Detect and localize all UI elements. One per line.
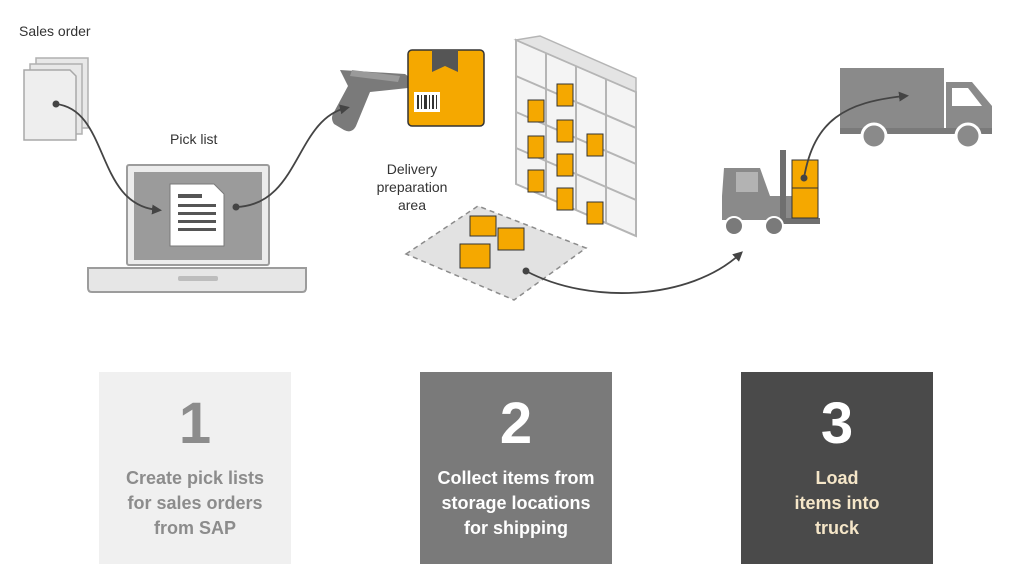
flow-arrows [52, 91, 909, 294]
step-card-3: 3 Load items into truck [741, 372, 933, 564]
pick-list-label: Pick list [170, 131, 218, 147]
step-number: 3 [820, 391, 854, 456]
storage-shelf-icon [513, 35, 637, 238]
package-box-icon [407, 49, 485, 127]
step-description: Collect items from storage locations for… [437, 468, 595, 538]
delivery-preparation-area-icon [404, 205, 588, 301]
sales-order-label: Sales order [19, 23, 91, 39]
arrow-delivery-area-to-forklift [525, 251, 743, 294]
sales-order-documents-icon [23, 57, 89, 141]
forklift-icon [722, 150, 820, 236]
arrow-pick-list-to-scanner [235, 104, 350, 208]
step-card-1: 1 Create pick lists for sales orders fro… [99, 372, 291, 564]
step-number: 2 [499, 391, 533, 456]
pick-list-document-icon [169, 183, 225, 247]
truck-icon [840, 68, 992, 150]
step-description: Create pick lists for sales orders from … [125, 468, 265, 538]
barcode-scanner-icon [332, 70, 410, 132]
arrow-sales-order-to-pick-list [55, 103, 162, 215]
laptop-icon [87, 164, 307, 293]
shelf-boxes-icon [527, 83, 604, 225]
step-card-2: 2 Collect items from storage locations f… [420, 372, 612, 564]
step-number: 1 [178, 391, 212, 456]
arrow-forklift-to-truck [803, 91, 909, 179]
step-description: Load items into truck [794, 468, 880, 538]
delivery-area-label: Delivery preparation area [376, 161, 448, 213]
